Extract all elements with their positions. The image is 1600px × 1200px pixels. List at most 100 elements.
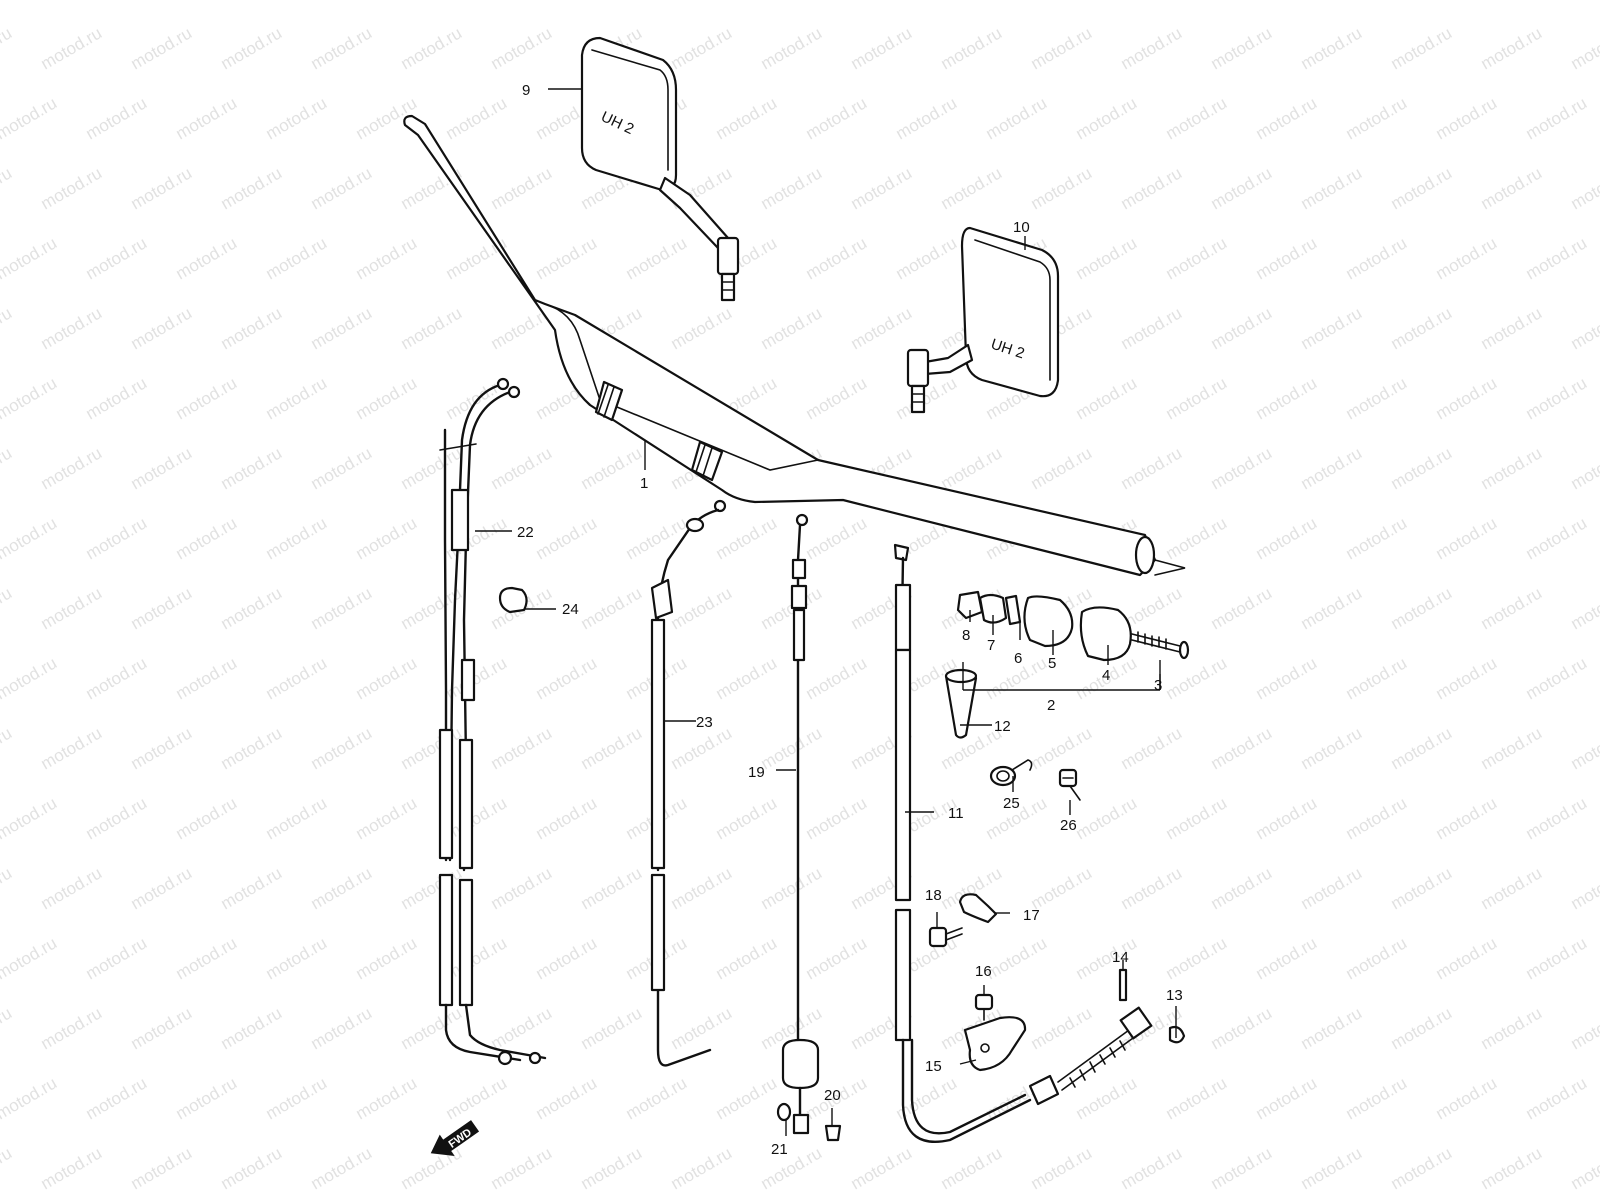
- watermark-text: motod.ru: [1208, 723, 1276, 773]
- watermark-text: motod.ru: [893, 93, 961, 143]
- watermark-text: motod.ru: [263, 793, 331, 843]
- watermark-text: motod.ru: [1433, 233, 1501, 283]
- watermark-text: motod.ru: [173, 1073, 241, 1123]
- watermark-text: motod.ru: [218, 163, 286, 213]
- watermark-text: motod.ru: [1028, 863, 1096, 913]
- screw-20: [824, 1124, 842, 1142]
- watermark-text: motod.ru: [1298, 163, 1366, 213]
- watermark-text: motod.ru: [128, 443, 196, 493]
- watermark-text: motod.ru: [83, 1073, 151, 1123]
- watermark-text: motod.ru: [1163, 793, 1231, 843]
- watermark-text: motod.ru: [938, 1143, 1006, 1193]
- watermark-text: motod.ru: [1253, 513, 1321, 563]
- watermark-text: motod.ru: [1478, 23, 1546, 73]
- part-25: [989, 759, 1033, 787]
- watermark-text: motod.ru: [1478, 303, 1546, 353]
- watermark-text: motod.ru: [1073, 0, 1141, 3]
- watermark-text: motod.ru: [803, 653, 871, 703]
- callout-labels: 1 2 3 4 5 6 7 8 9 10 11 12 13 14 15 16 1…: [517, 82, 1183, 1158]
- callout-20: 20: [824, 1087, 841, 1104]
- watermark-text: motod.ru: [1208, 1143, 1276, 1193]
- watermark-text: motod.ru: [533, 1073, 601, 1123]
- watermark-text: motod.ru: [1433, 0, 1501, 3]
- watermark-text: motod.ru: [938, 23, 1006, 73]
- watermark-text: motod.ru: [0, 303, 15, 353]
- watermark-text: motod.ru: [1163, 1073, 1231, 1123]
- callout-7: 7: [987, 637, 995, 654]
- watermark-text: motod.ru: [1388, 723, 1456, 773]
- watermark-text: motod.ru: [1253, 373, 1321, 423]
- watermark-text: motod.ru: [1118, 863, 1186, 913]
- watermark-text: motod.ru: [848, 23, 916, 73]
- pin-13: [1168, 1025, 1186, 1044]
- watermark-text: motod.ru: [578, 1003, 646, 1053]
- callout-8: 8: [962, 627, 970, 644]
- handlebar: [403, 114, 1186, 577]
- watermark-text: motod.ru: [713, 93, 781, 143]
- callout-3: 3: [1154, 677, 1162, 694]
- callout-4: 4: [1102, 667, 1110, 684]
- callout-21: 21: [771, 1141, 788, 1158]
- watermark-text: motod.ru: [1343, 373, 1411, 423]
- callout-23: 23: [696, 714, 713, 731]
- watermark-text: motod.ru: [443, 233, 511, 283]
- watermark-text: motod.ru: [38, 303, 106, 353]
- watermark-text: motod.ru: [353, 653, 421, 703]
- watermark-text: motod.ru: [1208, 163, 1276, 213]
- watermark-text: motod.ru: [0, 23, 15, 73]
- watermark-text: motod.ru: [263, 0, 331, 3]
- watermark-text: motod.ru: [1343, 0, 1411, 3]
- callout-6: 6: [1014, 650, 1022, 667]
- cable-clamp-24: [498, 586, 528, 614]
- watermark-text: motod.ru: [1523, 933, 1591, 983]
- watermark-text: motod.ru: [1163, 653, 1231, 703]
- watermark-text: motod.ru: [803, 233, 871, 283]
- watermark-text: motod.ru: [1388, 443, 1456, 493]
- watermark-text: motod.ru: [1388, 1003, 1456, 1053]
- clutch-cable: [893, 543, 1153, 1143]
- watermark-text: motod.ru: [1208, 583, 1276, 633]
- callout-5: 5: [1048, 655, 1056, 672]
- watermark-text: motod.ru: [488, 1143, 556, 1193]
- watermark-text: motod.ru: [623, 233, 691, 283]
- callout-18: 18: [925, 887, 942, 904]
- watermark-text: motod.ru: [1208, 23, 1276, 73]
- watermark-text: motod.ru: [1523, 1073, 1591, 1123]
- watermark-text: motod.ru: [803, 793, 871, 843]
- watermark-text: motod.ru: [0, 653, 60, 703]
- watermark-text: motod.ru: [1343, 793, 1411, 843]
- watermark-text: motod.ru: [578, 1143, 646, 1193]
- callout-1: 1: [640, 475, 648, 492]
- watermark-text: motod.ru: [0, 513, 60, 563]
- watermark-text: motod.ru: [173, 0, 241, 3]
- watermark-text: motod.ru: [1163, 373, 1231, 423]
- watermark-text: motod.ru: [128, 23, 196, 73]
- watermark-text: motod.ru: [623, 0, 691, 3]
- watermark-text: motod.ru: [1163, 0, 1231, 3]
- watermark-text: motod.ru: [263, 933, 331, 983]
- watermark-text: motod.ru: [83, 933, 151, 983]
- starter-cable: [650, 499, 727, 1067]
- watermark-text: motod.ru: [758, 1143, 826, 1193]
- watermark-text: motod.ru: [1118, 163, 1186, 213]
- callout-2: 2: [1047, 697, 1055, 714]
- watermark-text: motod.ru: [173, 373, 241, 423]
- part-12: [944, 668, 978, 739]
- watermark-text: motod.ru: [803, 513, 871, 563]
- watermark-text: motod.ru: [668, 1003, 736, 1053]
- leader-lines: [475, 88, 1177, 1136]
- watermark-text: motod.ru: [668, 23, 736, 73]
- watermark-text: motod.ru: [803, 933, 871, 983]
- watermark-text: motod.ru: [713, 0, 781, 3]
- watermark-text: motod.ru: [488, 23, 556, 73]
- watermark-text: motod.ru: [263, 373, 331, 423]
- watermark-text: motod.ru: [173, 93, 241, 143]
- watermark-text: motod.ru: [1523, 373, 1591, 423]
- watermark-text: motod.ru: [1028, 163, 1096, 213]
- watermark-text: motod.ru: [83, 93, 151, 143]
- watermark-text: motod.ru: [1523, 653, 1591, 703]
- watermark-text: motod.ru: [398, 863, 466, 913]
- watermark-text: motod.ru: [173, 793, 241, 843]
- watermark-text: motod.ru: [83, 513, 151, 563]
